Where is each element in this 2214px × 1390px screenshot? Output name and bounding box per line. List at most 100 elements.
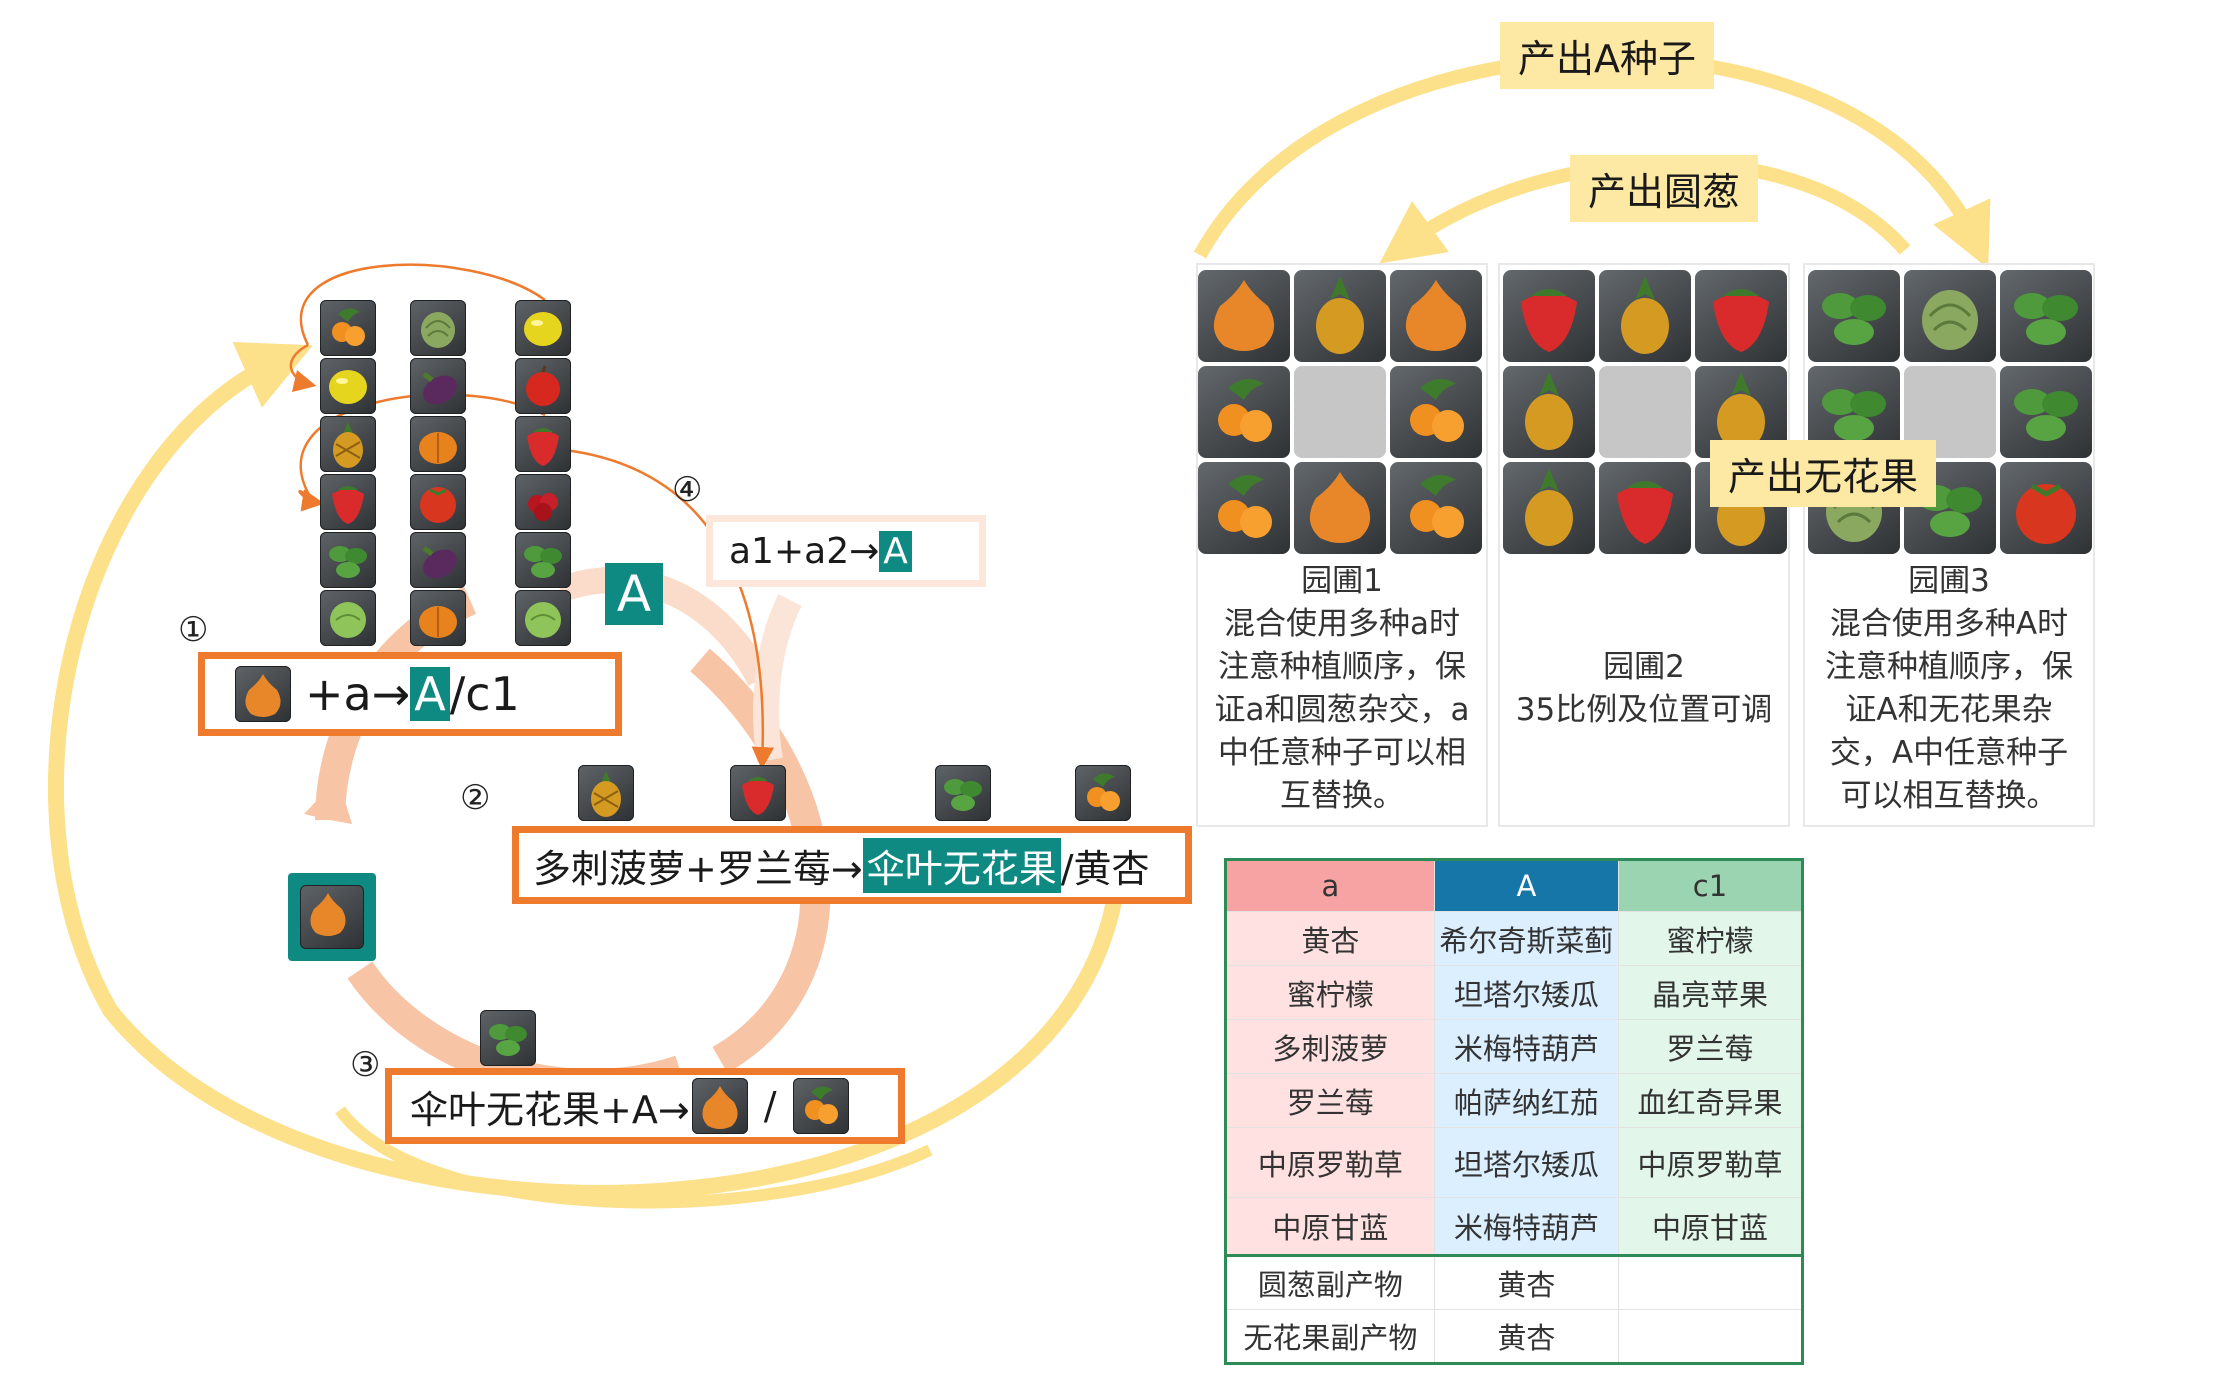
pineapple-icon	[320, 416, 376, 472]
table-row-byproduct: 无花果副产物黄杏	[1225, 1309, 1804, 1364]
table-row: 蜜柠檬坦塔尔矮瓜晶亮苹果	[1225, 965, 1804, 1020]
fig-leaf-tile	[2000, 270, 2092, 362]
empty-tile	[1294, 366, 1386, 458]
table-header-A: A	[1433, 859, 1619, 912]
formula-4-target: A	[879, 530, 912, 572]
pumpkin-icon	[410, 590, 466, 646]
table-header-c1: c1	[1617, 859, 1804, 912]
table-cell: 罗兰莓	[1225, 1073, 1435, 1128]
apricot-tile	[1198, 366, 1290, 458]
table-cell: 圆葱副产物	[1225, 1255, 1435, 1310]
eggplant-icon	[410, 532, 466, 588]
table-cell: 帕萨纳红茄	[1433, 1073, 1619, 1128]
table-cell: 中原罗勒草	[1225, 1127, 1435, 1198]
cabbage-icon	[320, 590, 376, 646]
table-header-a: a	[1225, 859, 1435, 912]
fig-leaf-icon	[480, 1010, 536, 1066]
yellow-loop-inner	[335, 1106, 933, 1209]
pineapple-tile	[1503, 366, 1595, 458]
formula-2-box: 多刺菠萝+罗兰莓→ 伞叶无花果 /黄杏	[512, 826, 1192, 904]
table-row: 中原罗勒草坦塔尔矮瓜中原罗勒草	[1225, 1127, 1804, 1198]
table-row: 中原甘蓝米梅特葫芦中原甘蓝	[1225, 1197, 1804, 1256]
artichoke-icon	[410, 300, 466, 356]
table-cell: 中原罗勒草	[1617, 1127, 1804, 1198]
table-row: 多刺菠萝米梅特葫芦罗兰莓	[1225, 1019, 1804, 1074]
formula-3-lhs: 伞叶无花果+A→	[410, 1087, 690, 1132]
cabbage-icon	[515, 590, 571, 646]
table-cell: 晶亮苹果	[1617, 965, 1804, 1020]
formula-1-rest: /c1	[449, 667, 520, 721]
table-cell: 黄杏	[1225, 911, 1435, 966]
formula-3-box: 伞叶无花果+A→ /	[385, 1068, 905, 1144]
onion-tile	[1294, 462, 1386, 554]
table-cell: 中原甘蓝	[1617, 1197, 1804, 1256]
table-row-byproduct: 圆葱副产物黄杏	[1225, 1255, 1804, 1310]
step-marker-3: ③	[350, 1045, 381, 1085]
step-marker-1: ①	[178, 610, 209, 650]
apricot-tile	[1390, 366, 1482, 458]
basil-icon	[515, 532, 571, 588]
lemon-icon	[515, 300, 571, 356]
big-a-label: A	[605, 563, 663, 625]
empty-tile	[1599, 366, 1691, 458]
yellow-loop-arrow	[47, 342, 1128, 1201]
eggplant-icon	[410, 358, 466, 414]
strawberry-tile	[1599, 462, 1691, 554]
apricot-tile	[1198, 462, 1290, 554]
fig-leaf-tile	[2000, 366, 2092, 458]
onion-icon	[691, 1078, 748, 1134]
table-cell: 蜜柠檬	[1617, 911, 1804, 966]
produce-onion-label: 产出圆葱	[1570, 155, 1759, 222]
peach-cycle-top	[555, 567, 772, 686]
formula-4-lhs: a1+a2→	[729, 530, 880, 572]
table-cell	[1617, 1309, 1804, 1364]
table-cell: 蜜柠檬	[1225, 965, 1435, 1020]
table-cell: 中原甘蓝	[1225, 1197, 1435, 1256]
table-cell: 血红奇异果	[1617, 1073, 1804, 1128]
pineapple-icon	[578, 765, 634, 821]
fig-leaf-icon	[935, 765, 991, 821]
onion-icon	[300, 885, 364, 949]
table-cell: 黄杏	[1433, 1255, 1619, 1310]
swap-arrow-1	[299, 263, 546, 346]
table-cell: 米梅特葫芦	[1433, 1019, 1619, 1074]
formula-2-rest: /黄杏	[1060, 846, 1150, 891]
table-cell: 无花果副产物	[1225, 1309, 1435, 1364]
strawberry-icon	[515, 416, 571, 472]
garden-2-title: 园圃2	[1603, 649, 1685, 685]
strawberry-icon	[320, 474, 376, 530]
garden-1-title: 园圃1	[1301, 563, 1383, 599]
table-cell: 米梅特葫芦	[1433, 1197, 1619, 1256]
formula-1-box: +a→ A /c1	[198, 652, 622, 736]
step-marker-2: ②	[460, 778, 491, 818]
onion-icon	[235, 666, 291, 722]
formula-2-lhs: 多刺菠萝+罗兰莓→	[533, 846, 863, 891]
garden-3-desc: 混合使用多种A时注意种植顺序，保证A和无花果杂交，A中任意种子可以相互替换。	[1825, 606, 2073, 814]
lemon-icon	[320, 358, 376, 414]
apricot-icon	[320, 300, 376, 356]
strawberry-tile	[1695, 270, 1787, 362]
fig-leaf-tile	[1808, 270, 1900, 362]
table-cell	[1617, 1255, 1804, 1310]
produce-fig-label: 产出无花果	[1710, 440, 1937, 507]
apricot-icon	[792, 1078, 849, 1134]
table-row: 罗兰莓帕萨纳红茄血红奇异果	[1225, 1073, 1804, 1128]
produce-seed-label: 产出A种子	[1500, 22, 1714, 89]
strawberry-tile	[1503, 270, 1595, 362]
formula-2-highlight: 伞叶无花果	[862, 837, 1061, 893]
apple-icon	[515, 358, 571, 414]
onion-tile	[1198, 270, 1290, 362]
garden-2-desc: 35比例及位置可调	[1515, 692, 1773, 728]
table-cell: 罗兰莓	[1617, 1019, 1804, 1074]
formula-1-target: A	[410, 667, 450, 721]
pineapple-tile	[1503, 462, 1595, 554]
table-cell: 希尔奇斯菜蓟	[1433, 911, 1619, 966]
formula-1-plus: +a→	[305, 667, 411, 721]
pineapple-tile	[1599, 270, 1691, 362]
peach-arrow-up	[753, 594, 802, 763]
strawberry-icon	[730, 765, 786, 821]
pineapple-tile	[1294, 270, 1386, 362]
step-marker-4: ④	[672, 470, 703, 510]
garden-3-title: 园圃3	[1908, 563, 1990, 599]
